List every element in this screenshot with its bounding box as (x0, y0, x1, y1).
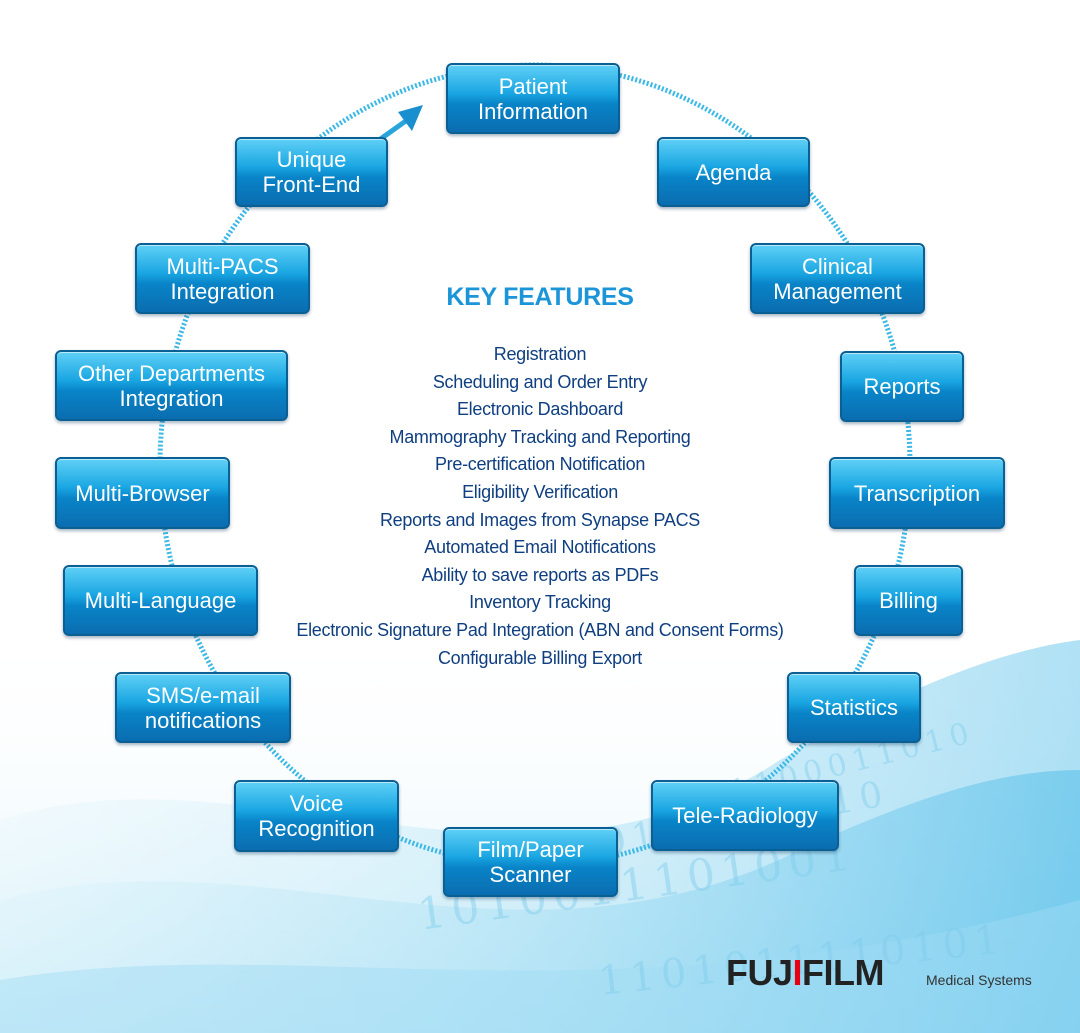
key-feature-item: Reports and Images from Synapse PACS (379, 509, 701, 530)
key-feature-item: Automated Email Notifications (424, 537, 656, 558)
key-feature-item: Ability to save reports as PDFs (421, 564, 659, 585)
feature-node[interactable]: Multi-Browser (55, 457, 230, 529)
key-feature-item: Eligibility Verification (462, 481, 618, 502)
key-feature-item: Pre-certification Notification (434, 454, 646, 475)
feature-node[interactable]: Agenda (657, 137, 810, 207)
feature-node[interactable]: SMS/e-mail notifications (115, 672, 291, 743)
feature-node[interactable]: Billing (854, 565, 963, 636)
feature-node[interactable]: Tele-Radiology (651, 780, 839, 851)
feature-node[interactable]: Other Departments Integration (55, 350, 288, 421)
logo-subtitle: Medical Systems (926, 972, 1032, 988)
feature-node[interactable]: Voice Recognition (234, 780, 399, 852)
feature-node[interactable]: Film/Paper Scanner (443, 827, 618, 897)
feature-node[interactable]: Patient Information (446, 63, 620, 134)
key-feature-item: Electronic Signature Pad Integration (AB… (296, 619, 784, 640)
key-feature-item: Configurable Billing Export (437, 647, 642, 668)
feature-node[interactable]: Statistics (787, 672, 921, 743)
key-feature-item: Inventory Tracking (469, 592, 611, 613)
feature-node[interactable]: Multi-PACS Integration (135, 243, 310, 314)
feature-node[interactable]: Clinical Management (750, 243, 925, 314)
feature-node[interactable]: Multi-Language (63, 565, 258, 636)
key-feature-item: Scheduling and Order Entry (432, 371, 648, 392)
key-feature-item: Registration (493, 344, 587, 364)
feature-node[interactable]: Transcription (829, 457, 1005, 529)
feature-node[interactable]: Reports (840, 351, 964, 422)
key-feature-item: Electronic Dashboard (456, 399, 624, 420)
logo-wordmark: FUJIFILM (726, 952, 885, 993)
fujifilm-logo: FUJIFILM Medical Systems (726, 952, 1046, 993)
key-feature-item: Mammography Tracking and Reporting (389, 426, 691, 447)
feature-node[interactable]: Unique Front-End (235, 137, 388, 207)
key-features-title: KEY FEATURES (446, 283, 634, 311)
